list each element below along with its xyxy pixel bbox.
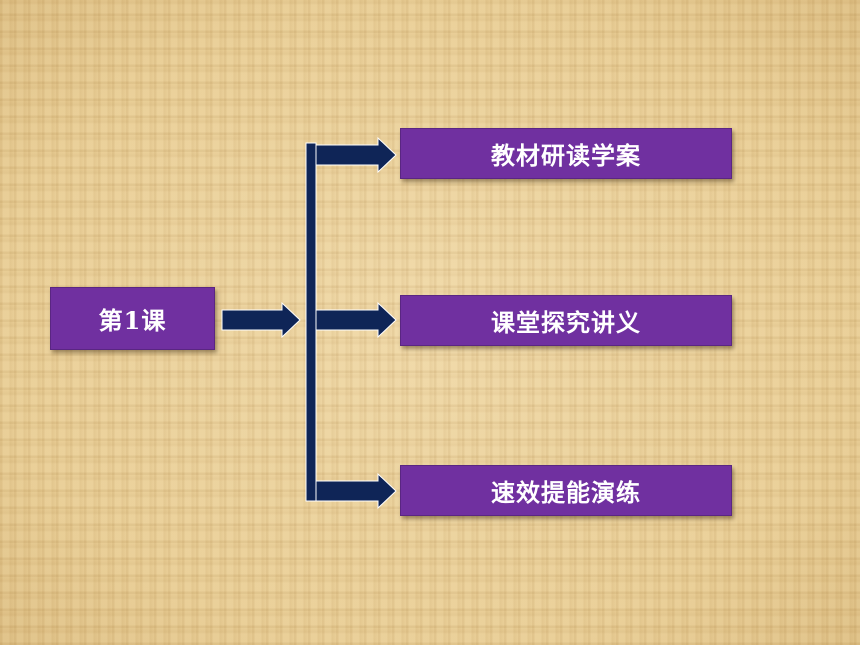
item-1-arrow: [315, 136, 397, 174]
item-label-2: 课堂探究讲义: [491, 308, 641, 337]
item-box-1: 教材研读学案: [400, 128, 732, 179]
item-box-3: 速效提能演练: [400, 465, 732, 516]
bracket-vertical-line: [305, 142, 317, 502]
root-node-box: 第1课: [50, 287, 215, 350]
item-3-arrow: [315, 472, 397, 510]
item-2-arrow: [315, 301, 397, 339]
root-arrow: [221, 301, 301, 339]
item-box-2: 课堂探究讲义: [400, 295, 732, 346]
root-node-label: 第1课: [98, 306, 167, 335]
item-label-1: 教材研读学案: [491, 141, 641, 170]
item-label-3: 速效提能演练: [491, 478, 641, 507]
